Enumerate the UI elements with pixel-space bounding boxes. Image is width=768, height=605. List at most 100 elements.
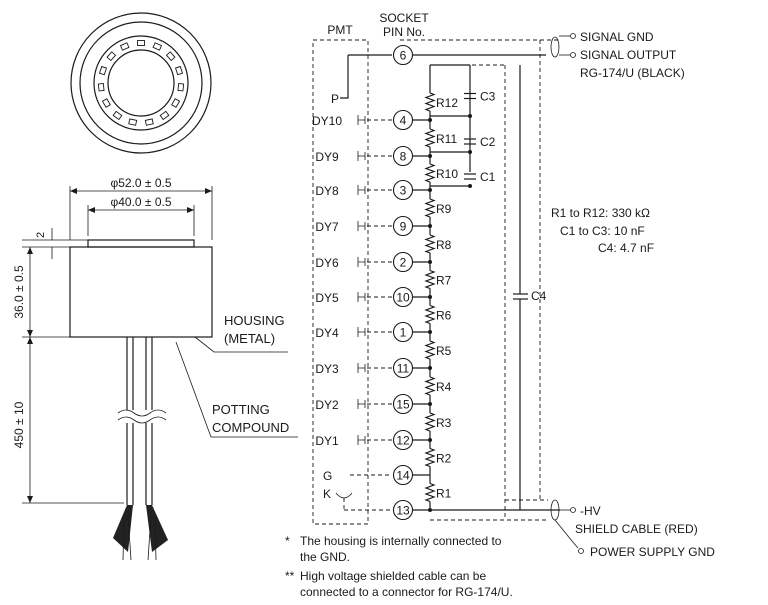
socket-pin-circle: [392, 393, 414, 415]
electrode-name: DY1: [315, 434, 339, 448]
housing-height-dim: 36.0 ± 0.5: [12, 265, 26, 319]
pin-slot: [174, 65, 184, 76]
pin-slot: [144, 118, 154, 126]
resistor-label: R3: [436, 416, 452, 430]
note-1-line1: The housing is internally connected to: [300, 534, 502, 548]
socket-pin-circle: [392, 321, 414, 343]
socket-pin-number: 8: [400, 150, 407, 164]
socket-pin-number: 4: [400, 114, 407, 128]
socket-pin-number: 11: [397, 362, 410, 376]
pin-slot: [159, 110, 170, 121]
junction-dot: [428, 118, 432, 122]
electrode-name: DY3: [315, 362, 339, 376]
junction-dot: [428, 224, 432, 228]
electrode-name: G: [323, 469, 332, 483]
pin-slot: [112, 110, 123, 121]
junction-dot: [428, 188, 432, 192]
electrode-name: DY4: [315, 326, 339, 340]
resistor: [424, 482, 436, 503]
dynode-symbol: [357, 257, 366, 267]
resistor-label: R7: [436, 274, 452, 288]
note-1-line2: the GND.: [300, 550, 350, 564]
resistor: [424, 340, 436, 360]
note-2-line1: High voltage shielded cable can be: [300, 569, 486, 583]
socket-pin-number: 15: [396, 398, 410, 412]
socket-pin-number: 3: [400, 184, 407, 198]
socket-pin-circle: [392, 429, 414, 451]
electrode-name: P: [331, 92, 339, 106]
note-1-mark: *: [285, 534, 290, 548]
socket-pin-circle: [392, 286, 414, 308]
capacitor-label: C1: [480, 170, 496, 184]
resistor-label: R2: [436, 452, 452, 466]
resistor-label: R9: [436, 202, 452, 216]
resistor: [424, 412, 436, 432]
socket-pin-circle: [392, 179, 414, 201]
socket-pin-circle: [392, 499, 414, 521]
resistor-label: R5: [436, 344, 452, 358]
resistor-label: R8: [436, 238, 452, 252]
footnotes: * The housing is internally connected to…: [285, 534, 513, 599]
socket-pin-number: 9: [400, 220, 407, 234]
socket-pin-number: 1: [400, 326, 407, 340]
dynode-symbol: [357, 292, 366, 302]
socket-pin-number: 12: [396, 434, 410, 448]
resistor-label: R11: [436, 132, 457, 146]
spec-line-2: C1 to C3: 10 nF: [560, 224, 645, 238]
c4-label: C4: [531, 289, 547, 303]
pin-slots: [97, 40, 185, 126]
pin-slot: [119, 42, 130, 51]
resistor: [424, 128, 436, 148]
socket-pin-circle: [392, 109, 414, 131]
junction-dot: [428, 402, 432, 406]
pin-slot: [101, 98, 111, 108]
outer-diameter-dim: φ52.0 ± 0.5: [110, 176, 171, 190]
electrode-name: DY7: [315, 220, 339, 234]
pin-slot: [97, 82, 105, 92]
shield-cable-label: SHIELD CABLE (RED): [575, 522, 698, 536]
signal-gnd-label: SIGNAL GND: [580, 30, 654, 44]
housing-label-line1: HOUSING: [224, 313, 285, 328]
pin-slot: [171, 98, 181, 108]
pin-slot: [177, 82, 185, 92]
note-2-mark: **: [285, 569, 295, 583]
potting-label-line2: COMPOUND: [212, 420, 289, 435]
electrode-name: DY5: [315, 291, 339, 305]
resistor-label: R4: [436, 380, 452, 394]
inner-diameter-dim: φ40.0 ± 0.5: [110, 195, 171, 209]
resistor: [424, 269, 436, 290]
dynode-symbol: [357, 435, 366, 445]
dynode-symbol: [357, 185, 366, 195]
capacitor-label: C2: [480, 135, 496, 149]
socket-top-view: [70, 12, 212, 154]
socket-pin-circle: [392, 44, 414, 66]
pin-slot: [137, 40, 145, 46]
pin-slot: [98, 65, 108, 76]
dynode-symbol: [357, 399, 366, 409]
resistor: [424, 163, 436, 183]
resistor: [424, 376, 436, 396]
socket-pin-circle: [392, 464, 414, 486]
junction-dot: [428, 260, 432, 264]
socket-label-line1: SOCKET: [379, 11, 429, 25]
socket-label-line2: PIN No.: [383, 25, 425, 39]
cable-length-dim: 450 ± 10: [12, 401, 26, 448]
dynode-symbol: [357, 363, 366, 373]
electrode-name: DY8: [315, 184, 339, 198]
socket-pin-number: 13: [396, 504, 410, 518]
electrode-name: DY10: [312, 114, 342, 128]
electrode-name: DY9: [315, 150, 339, 164]
voltage-divider-circuit: PMT SOCKET PIN No. C4 SIGNAL GND SIGNAL: [312, 11, 715, 559]
socket-pin-number: 10: [396, 291, 410, 305]
socket-pin-circle: [392, 357, 414, 379]
potting-label-line1: POTTING: [212, 402, 270, 417]
socket-pin-number: 14: [396, 469, 410, 483]
junction-dot: [428, 295, 432, 299]
pmt-label: PMT: [327, 23, 353, 37]
junction-dot: [428, 438, 432, 442]
spec-line-1: R1 to R12: 330 kΩ: [551, 206, 650, 220]
dynode-symbol: [357, 115, 366, 125]
resistor: [424, 234, 436, 254]
resistor: [424, 198, 436, 218]
resistor: [424, 92, 436, 112]
